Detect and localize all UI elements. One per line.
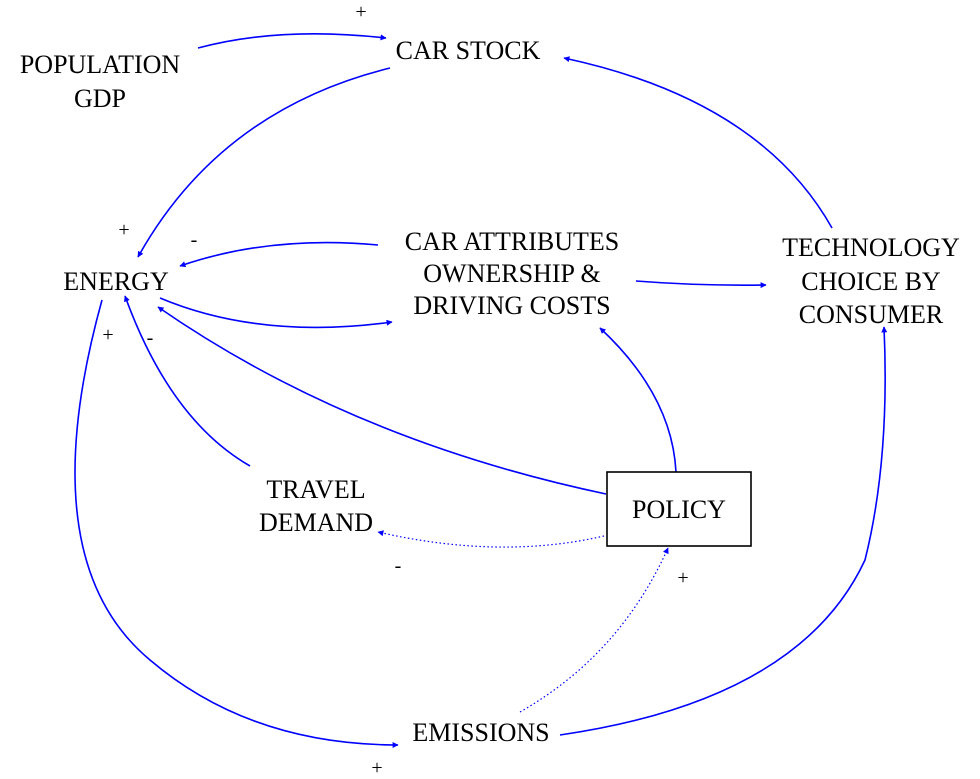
edge-energy-to-emissions bbox=[74, 299, 399, 748]
edge-emissions-to-technology bbox=[559, 326, 888, 736]
node-energy: ENERGY bbox=[63, 267, 169, 296]
node-car-stock: CAR STOCK bbox=[396, 36, 541, 65]
node-travel-demand-line-1: TRAVEL bbox=[266, 475, 365, 504]
edge-technology-to-car-stock bbox=[563, 56, 833, 229]
node-gdp: GDP bbox=[74, 84, 126, 113]
edge-policy-to-travel-demand bbox=[377, 530, 605, 548]
edge-travel-demand-to-energy bbox=[124, 295, 251, 467]
polarity-car-stock-energy: + bbox=[118, 219, 129, 241]
node-technology-line-3: CONSUMER bbox=[799, 300, 944, 329]
polarity-emissions: + bbox=[371, 757, 382, 779]
node-emissions: EMISSIONS bbox=[412, 718, 549, 747]
edge-car-attributes-to-energy bbox=[179, 241, 379, 268]
node-car-attributes-line-2: OWNERSHIP & bbox=[423, 259, 600, 288]
node-technology-line-1: TECHNOLOGY bbox=[782, 233, 960, 262]
node-technology-line-2: CHOICE BY bbox=[801, 267, 941, 296]
polarity-car-attributes-energy: - bbox=[191, 229, 198, 251]
edge-car-stock-to-energy bbox=[137, 67, 391, 258]
policy-box bbox=[606, 471, 752, 547]
node-population: POPULATION bbox=[20, 50, 181, 79]
polarity-energy-emissions: + bbox=[102, 324, 113, 346]
polarity-population-car-stock: + bbox=[355, 1, 366, 23]
edge-car-attributes-to-technology bbox=[635, 280, 767, 289]
edge-policy-to-energy bbox=[157, 306, 607, 495]
node-car-attributes-line-3: DRIVING COSTS bbox=[413, 291, 610, 320]
edge-energy-to-car-attributes bbox=[159, 297, 393, 329]
node-travel-demand-line-2: DEMAND bbox=[259, 508, 373, 537]
edge-population-to-car-stock bbox=[197, 32, 387, 49]
edge-policy-to-car-attributes bbox=[599, 327, 677, 473]
polarity-travel-demand-energy: - bbox=[147, 327, 154, 349]
polarity-policy-travel-demand: - bbox=[395, 555, 402, 577]
edge-emissions-to-policy bbox=[519, 547, 669, 713]
polarity-emissions-policy: + bbox=[677, 567, 688, 589]
node-policy: POLICY bbox=[632, 495, 726, 524]
node-car-attributes-line-1: CAR ATTRIBUTES bbox=[405, 227, 620, 256]
